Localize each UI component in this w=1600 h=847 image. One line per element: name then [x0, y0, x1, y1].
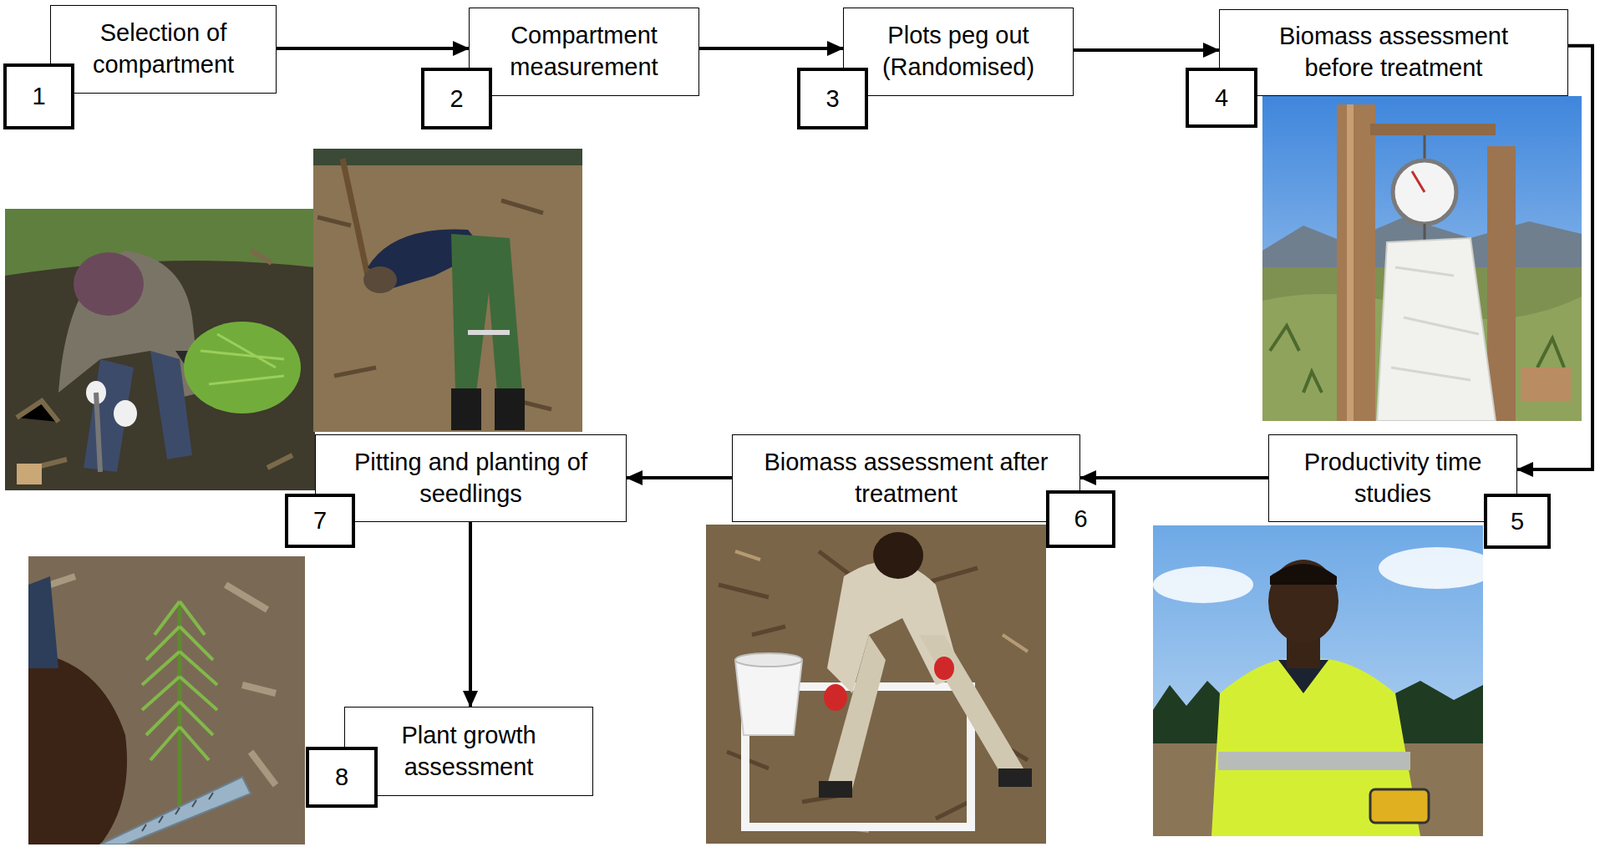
- callout-box: 2: [421, 67, 493, 130]
- callout-box: 3: [797, 67, 869, 130]
- time-study-photo: [1153, 525, 1484, 837]
- planting-photo: [5, 208, 315, 491]
- weighing-photo: [1262, 96, 1582, 422]
- process-box: Pitting and planting of seedlings: [314, 434, 627, 523]
- callout-box: 4: [1185, 67, 1258, 128]
- process-box: Biomass assessment before treatment: [1219, 9, 1569, 97]
- step-text: Pitting and planting of seedlings: [322, 446, 620, 510]
- callout-box: 5: [1483, 493, 1551, 549]
- callout-box: 7: [284, 493, 356, 549]
- callout-number: 5: [1510, 507, 1524, 536]
- process-box: Productivity time studies: [1268, 434, 1518, 523]
- callout-number: 6: [1073, 505, 1087, 534]
- flow-arrow: [626, 476, 732, 480]
- flow-arrow: [276, 46, 469, 51]
- seedling-measure-photo: [28, 556, 305, 845]
- callout-box: 1: [3, 63, 75, 130]
- callout-number: 3: [825, 85, 839, 113]
- pitting-photo: [313, 148, 583, 432]
- callout-number: 1: [31, 82, 46, 111]
- callout-number: 7: [313, 507, 327, 535]
- step-text: Biomass assessment before treatment: [1264, 20, 1524, 84]
- biomass-frame-photo: [706, 524, 1047, 844]
- step-text: Plots peg out (Randomised): [852, 20, 1066, 83]
- process-box: Plots peg out (Randomised): [843, 7, 1074, 97]
- callout-box: 6: [1046, 490, 1116, 549]
- step-text: Productivity time studies: [1275, 446, 1510, 510]
- flow-arrow: [1080, 476, 1269, 480]
- process-box: Selection of compartment: [50, 5, 277, 94]
- process-box: Biomass assessment after treatment: [731, 434, 1081, 523]
- callout-number: 2: [449, 85, 463, 113]
- flow-arrow: [1073, 48, 1220, 52]
- step-text: Compartment measurement: [477, 20, 691, 83]
- callout-number: 4: [1214, 84, 1229, 112]
- step-text: Plant growth assessment: [351, 720, 586, 783]
- process-box: Plant growth assessment: [344, 706, 594, 797]
- flow-arrow: [1517, 45, 1593, 470]
- process-box: Compartment measurement: [468, 7, 700, 97]
- flow-arrow: [468, 522, 473, 707]
- step-text: Biomass assessment after treatment: [741, 446, 1072, 510]
- callout-number: 8: [335, 763, 349, 792]
- callout-box: 8: [305, 746, 378, 808]
- flow-arrow: [699, 46, 844, 51]
- step-text: Selection of compartment: [59, 17, 269, 81]
